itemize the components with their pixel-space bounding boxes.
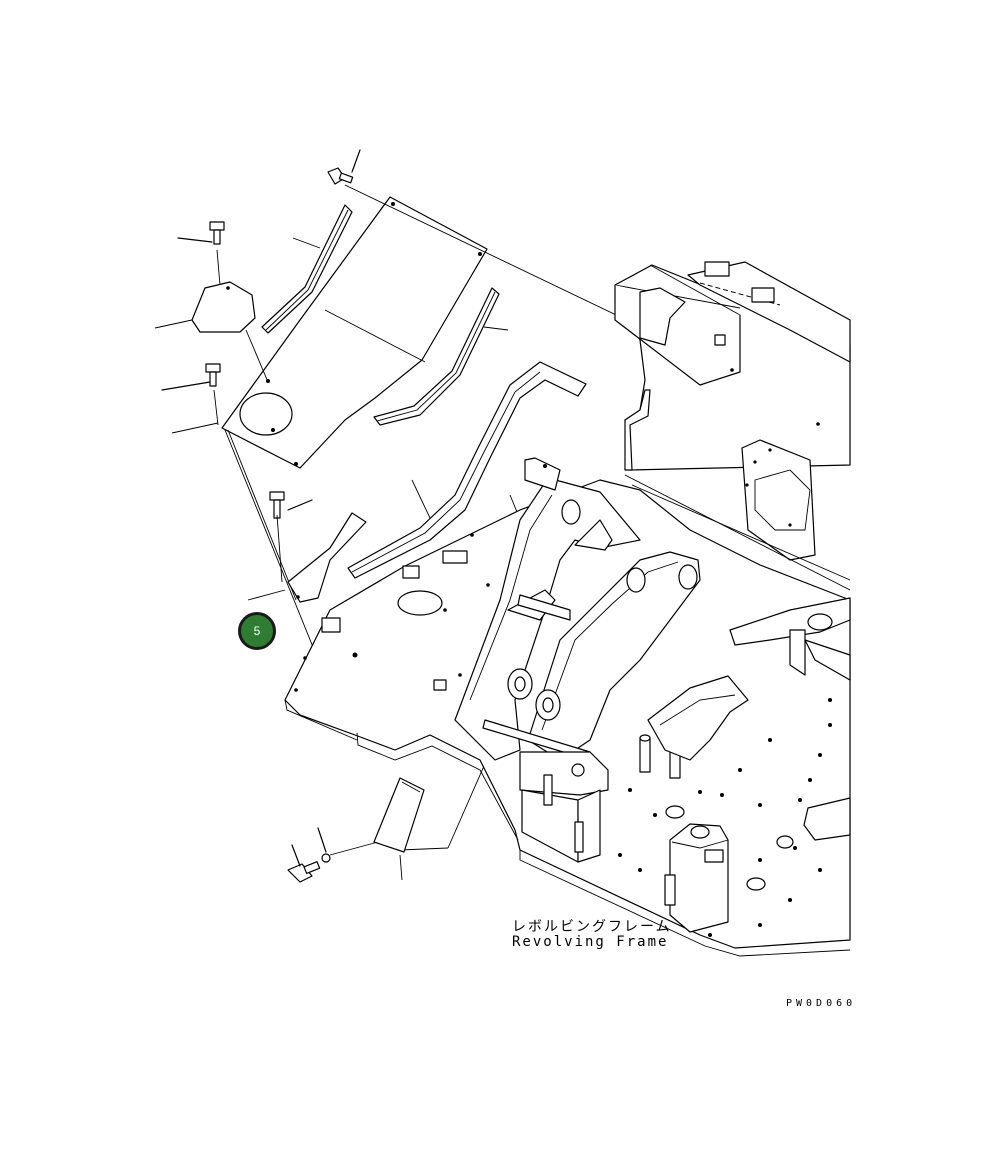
frame-label-english: Revolving Frame (512, 934, 669, 950)
lower-bracket (287, 512, 367, 603)
curved-channel (347, 361, 587, 579)
revolving-frame (284, 457, 851, 957)
drawing-code: PW0D060 (786, 998, 857, 1009)
bolt-lower (269, 491, 313, 519)
rubber-seal-left (261, 204, 353, 334)
bolt-upper-left (177, 221, 225, 245)
callout-badge-5[interactable]: 5 (238, 612, 276, 650)
upper-cover-plate (221, 196, 488, 469)
bolt-top (327, 149, 361, 185)
bolt-bottom (287, 827, 331, 883)
rubber-seal-right (373, 287, 500, 426)
frame-label-japanese: レボルビングフレーム (512, 919, 672, 935)
small-cover-plate (191, 281, 256, 333)
bottom-cover (373, 777, 425, 853)
bolt-middle-left (161, 363, 221, 391)
rear-bulkhead (614, 261, 851, 591)
